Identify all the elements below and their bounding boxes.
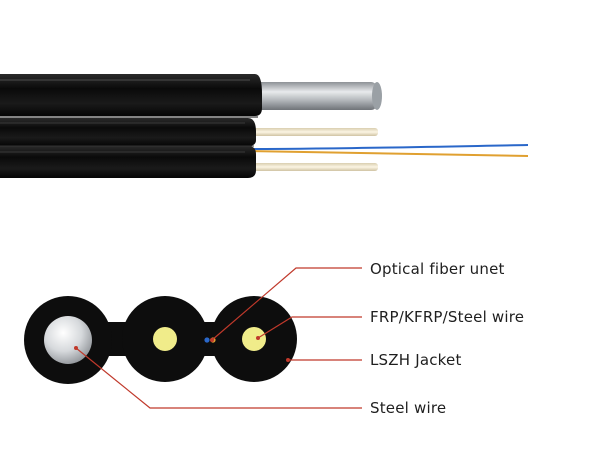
leader-frp (257, 316, 362, 339)
leader-steel-wire (75, 347, 362, 409)
fiber-dot-blue (204, 337, 210, 343)
frp-right-core (242, 327, 266, 351)
fiber-orange (249, 150, 529, 157)
endpoint-steel (74, 346, 78, 350)
cable-jacket (0, 74, 262, 178)
label-steel-wire: Steel wire (370, 399, 447, 417)
label-lszh-jacket: LSZH Jacket (370, 351, 462, 369)
frp-rod-lower (250, 163, 378, 171)
steel-wire-disc (44, 316, 92, 364)
frp-rod-upper (250, 128, 378, 136)
cable-cross-section (24, 296, 297, 384)
frp-left-core (153, 327, 177, 351)
endpoint-optical (210, 338, 214, 342)
label-frp: FRP/KFRP/Steel wire (370, 308, 525, 326)
cable-side-view (0, 74, 529, 178)
endpoint-lszh (286, 358, 290, 362)
endpoint-frp (256, 336, 260, 340)
leader-optical-fiber (211, 267, 362, 341)
leader-endpoints (74, 336, 290, 362)
fiber-blue (249, 144, 529, 150)
label-optical-fiber: Optical fiber unet (370, 260, 505, 278)
steel-wire-exposed (240, 82, 377, 110)
leader-lines (75, 267, 362, 409)
